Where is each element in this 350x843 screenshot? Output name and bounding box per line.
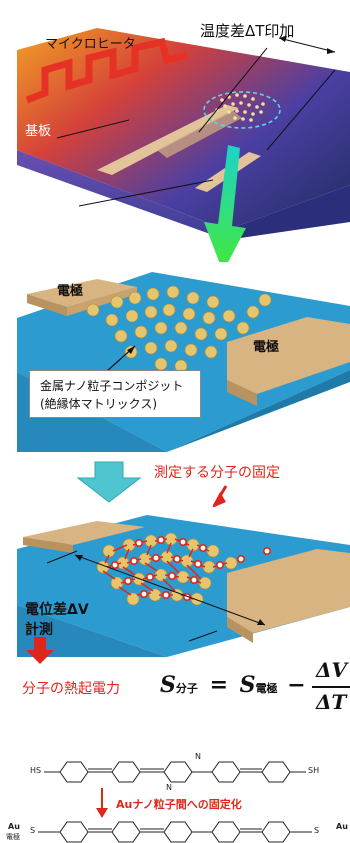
molecule-rings: [111, 535, 272, 602]
substrate-front: [17, 150, 227, 240]
equation-minus: −: [287, 672, 306, 698]
equation-sub-molecule: 分子: [175, 682, 198, 695]
composite-label-line2: (絶縁体マトリックス): [40, 397, 158, 411]
microheater-panel: マイクロヒータ 温度差ΔT印加 基板 電極: [17, 0, 350, 240]
molecule-before: [44, 761, 306, 783]
chem-au-left: Au: [8, 822, 20, 831]
equation-label: 分子の熱起電力: [22, 681, 120, 697]
molecule-fixation-illustration: [17, 515, 350, 657]
equation-s-electrode: S: [239, 672, 256, 698]
molecule-panel: 電位差ΔV 計測: [17, 507, 350, 657]
equation-denominator: ΔT: [316, 690, 347, 714]
composite-label-box: 金属ナノ粒子コンポジット (絶縁体マトリックス): [29, 370, 201, 418]
electrode-label: 電極: [31, 200, 58, 215]
composite-label-line1: 金属ナノ粒子コンポジット: [40, 379, 184, 393]
chem-s-right: S: [314, 826, 320, 835]
microheater-label: マイクロヒータ: [45, 37, 136, 52]
chem-sh: SH: [308, 766, 320, 775]
equation-s-molecule: S: [160, 672, 176, 698]
nanoparticle-panel: 電極 電極 金属ナノ粒子コンポジット (絶縁体マトリックス): [17, 262, 350, 452]
chem-hs: HS: [30, 766, 42, 775]
substrate-label: 基板: [25, 124, 52, 139]
molecule-after: [38, 821, 312, 843]
chem-au-left-sub: 電極: [6, 833, 20, 841]
fraction-bar: [312, 686, 350, 688]
reaction-label: Auナノ粒子間への固定化: [116, 798, 242, 811]
left-electrode-label: 電極: [57, 284, 84, 299]
temperature-difference-label: 温度差ΔT印加: [200, 22, 295, 40]
left-electrode: [27, 279, 137, 307]
equation-equals: =: [209, 672, 228, 698]
chem-n-top: N: [195, 752, 201, 761]
nanoparticle-area-outline: [203, 91, 281, 129]
voltage-label-box: 電位差ΔV 計測: [17, 595, 93, 647]
chem-s-left: S: [30, 826, 36, 835]
gold-nanoparticles: [86, 285, 272, 373]
right-electrode: [227, 317, 350, 394]
voltage-label-line1: 電位差ΔV: [25, 602, 89, 618]
fixation-label: 測定する分子の固定: [154, 465, 280, 481]
equation: S分子 = S電極 −: [160, 672, 308, 698]
electrode-lower: [97, 105, 239, 175]
chem-au-right: Au: [336, 822, 348, 831]
left-electrode-3: [23, 521, 145, 545]
substrate-side: [227, 185, 350, 240]
voltage-label-line2: 計測: [25, 622, 53, 638]
right-electrode-3: [227, 549, 350, 633]
reaction-arrow-icon: [96, 808, 108, 818]
right-electrode-label: 電極: [253, 340, 280, 355]
equation-numerator: ΔV: [316, 658, 348, 682]
equation-sub-electrode: 電極: [255, 682, 278, 695]
chem-n-bottom: N: [166, 783, 172, 792]
microheater-coil: [25, 37, 188, 104]
